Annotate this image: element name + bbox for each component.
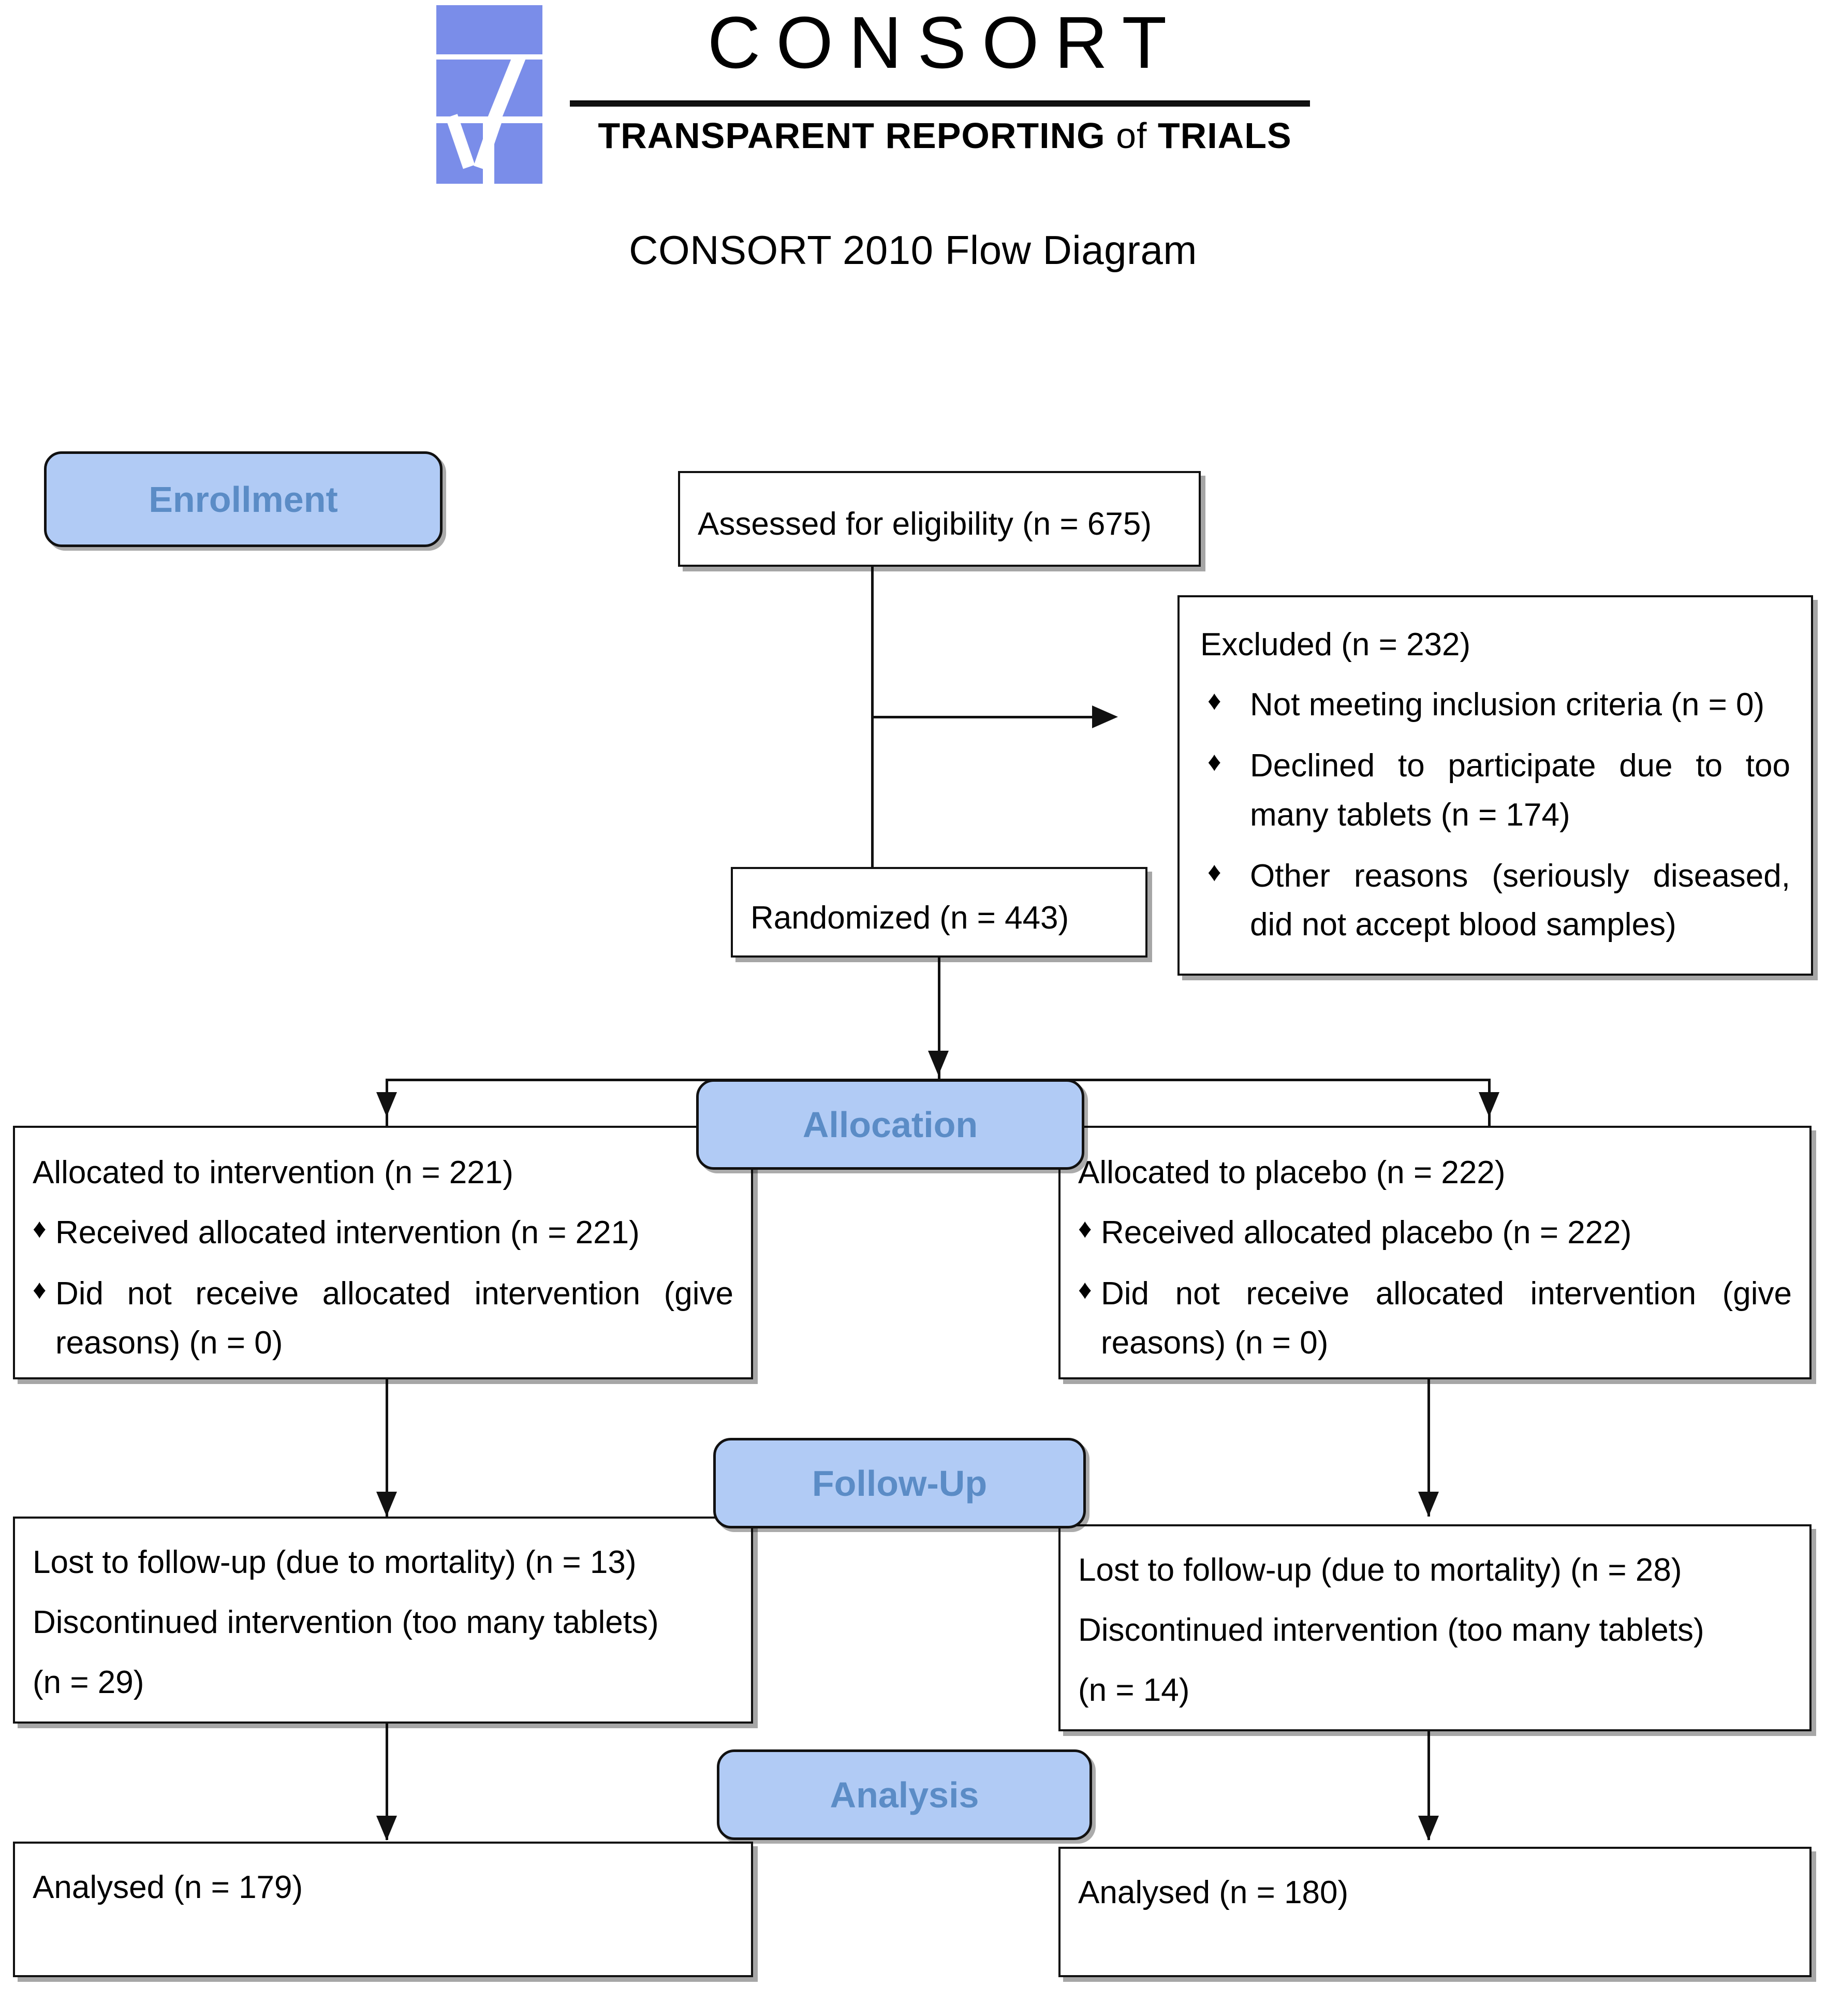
list-item: ♦ Did not receive allocated intervention … — [1078, 1270, 1792, 1367]
arrowhead-followup-right — [1418, 1492, 1439, 1517]
list-item: ♦ Declined to participate due to too many… — [1200, 742, 1790, 839]
list-item-text: Received allocated placebo (n = 222) — [1101, 1215, 1632, 1251]
logo-block-top — [436, 5, 542, 54]
arrowhead-randomized-down — [928, 1051, 949, 1076]
list-item: ♦ Received allocated placebo (n = 222) — [1078, 1209, 1792, 1257]
randomized-text: Randomized (n = 443) — [750, 900, 1069, 936]
box-excluded: Excluded (n = 232) ♦ Not meeting inclusio… — [1177, 595, 1813, 976]
alloc-right-heading: Allocated to placebo (n = 222) — [1078, 1155, 1506, 1190]
list-item: ♦ Not meeting inclusion criteria (n = 0) — [1200, 681, 1790, 729]
box-allocated-intervention: Allocated to intervention (n = 221) ♦ Rec… — [13, 1126, 753, 1379]
logo-block-middle — [436, 60, 542, 116]
box-randomized: Randomized (n = 443) — [731, 867, 1147, 958]
stage-badge-followup-label: Follow-Up — [812, 1463, 988, 1504]
box-followup-placebo: Lost to follow-up (due to mortality) (n … — [1058, 1524, 1812, 1731]
box-allocated-placebo: Allocated to placebo (n = 222) ♦ Received… — [1058, 1126, 1812, 1379]
logo-tagline: TRANSPARENT REPORTING of TRIALS — [568, 115, 1321, 156]
connector-followup-right-to-analysis — [1427, 1731, 1430, 1840]
diamond-bullet-icon: ♦ — [1207, 747, 1221, 777]
list-item-text: Declined to participate due to too many … — [1250, 748, 1790, 833]
list-item-text: Not meeting inclusion criteria (n = 0) — [1250, 687, 1765, 723]
connector-randomized-down — [938, 958, 940, 1079]
list-item-text: Did not receive allocated intervention (… — [55, 1276, 733, 1361]
arrowhead-followup-left — [376, 1492, 397, 1517]
logo-tagline-main: TRANSPARENT REPORTING — [598, 115, 1106, 156]
arrowhead-allocation-left — [376, 1092, 397, 1117]
excluded-reason-list: ♦Not meeting inclusion criteria (n = 0) … — [1200, 681, 1790, 949]
list-item: ♦ Did not receive allocated intervention … — [33, 1270, 733, 1367]
box-followup-intervention: Lost to follow-up (due to mortality) (n … — [13, 1517, 753, 1724]
diamond-bullet-icon: ♦ — [1207, 686, 1221, 716]
list-item-text: Other reasons (seriously diseased, did n… — [1250, 858, 1790, 943]
alloc-left-list: ♦ Received allocated intervention (n = 22… — [33, 1209, 733, 1367]
connector-alloc-left-to-followup — [386, 1379, 388, 1517]
logo-wordmark: CONSORT — [707, 2, 1183, 84]
connector-alloc-right-to-followup — [1427, 1379, 1430, 1517]
follow-left-line1: Lost to follow-up (due to mortality) (n … — [33, 1544, 637, 1580]
logo-tagline-end: TRIALS — [1157, 115, 1292, 156]
logo-tagline-of: of — [1116, 115, 1147, 156]
arrowhead-allocation-right — [1479, 1092, 1499, 1117]
logo-block-bottom-right — [494, 123, 542, 184]
logo-divider-rule — [570, 100, 1310, 107]
box-assessed-for-eligibility: Assessed for eligibility (n = 675) — [678, 471, 1201, 567]
consort-logo-glyph — [436, 5, 542, 184]
diamond-bullet-icon: ♦ — [1207, 857, 1221, 887]
follow-left-line3: (n = 29) — [33, 1665, 144, 1701]
follow-left-line2: Discontinued intervention (too many tabl… — [33, 1605, 659, 1641]
stage-badge-allocation-label: Allocation — [802, 1104, 978, 1145]
box-analysed-placebo: Analysed (n = 180) — [1058, 1847, 1812, 1977]
page-title: CONSORT 2010 Flow Diagram — [629, 227, 1197, 273]
analysis-right-text: Analysed (n = 180) — [1078, 1875, 1349, 1910]
excluded-heading: Excluded (n = 232) — [1200, 627, 1471, 663]
stage-badge-analysis-label: Analysis — [830, 1774, 979, 1815]
arrowhead-analysis-right — [1418, 1816, 1439, 1841]
stage-badge-enrollment: Enrollment — [44, 451, 443, 547]
diamond-bullet-icon: ♦ — [1078, 1275, 1092, 1305]
stage-badge-enrollment-label: Enrollment — [149, 479, 338, 520]
diamond-bullet-icon: ♦ — [33, 1214, 47, 1244]
stage-badge-analysis: Analysis — [717, 1749, 1092, 1840]
diamond-bullet-icon: ♦ — [1078, 1214, 1092, 1244]
list-item-text: Received allocated intervention (n = 221… — [55, 1215, 640, 1251]
follow-right-line3: (n = 14) — [1078, 1672, 1190, 1709]
arrowhead-to-excluded — [1092, 705, 1118, 728]
stage-badge-followup: Follow-Up — [713, 1438, 1086, 1528]
follow-right-line2: Discontinued intervention (too many tabl… — [1078, 1612, 1704, 1649]
consort-logo: CONSORT TRANSPARENT REPORTING of TRIALS — [436, 5, 1337, 184]
arrowhead-analysis-left — [376, 1816, 397, 1841]
stage-badge-allocation: Allocation — [696, 1079, 1084, 1170]
list-item: ♦ Received allocated intervention (n = 22… — [33, 1209, 733, 1257]
list-item-text: Did not receive allocated intervention (… — [1101, 1276, 1792, 1361]
logo-checkmark-icon — [440, 120, 496, 181]
connector-followup-left-to-analysis — [386, 1724, 388, 1840]
follow-right-line1: Lost to follow-up (due to mortality) (n … — [1078, 1552, 1682, 1588]
box-analysed-intervention: Analysed (n = 179) — [13, 1842, 753, 1977]
connector-to-excluded — [871, 716, 1094, 718]
list-item: ♦ Other reasons (seriously diseased, did … — [1200, 852, 1790, 949]
diamond-bullet-icon: ♦ — [33, 1275, 47, 1305]
assessed-text: Assessed for eligibility (n = 675) — [698, 506, 1152, 542]
alloc-right-list: ♦ Received allocated placebo (n = 222) ♦ D… — [1078, 1209, 1792, 1367]
analysis-left-text: Analysed (n = 179) — [33, 1870, 303, 1905]
alloc-left-heading: Allocated to intervention (n = 221) — [33, 1155, 513, 1190]
